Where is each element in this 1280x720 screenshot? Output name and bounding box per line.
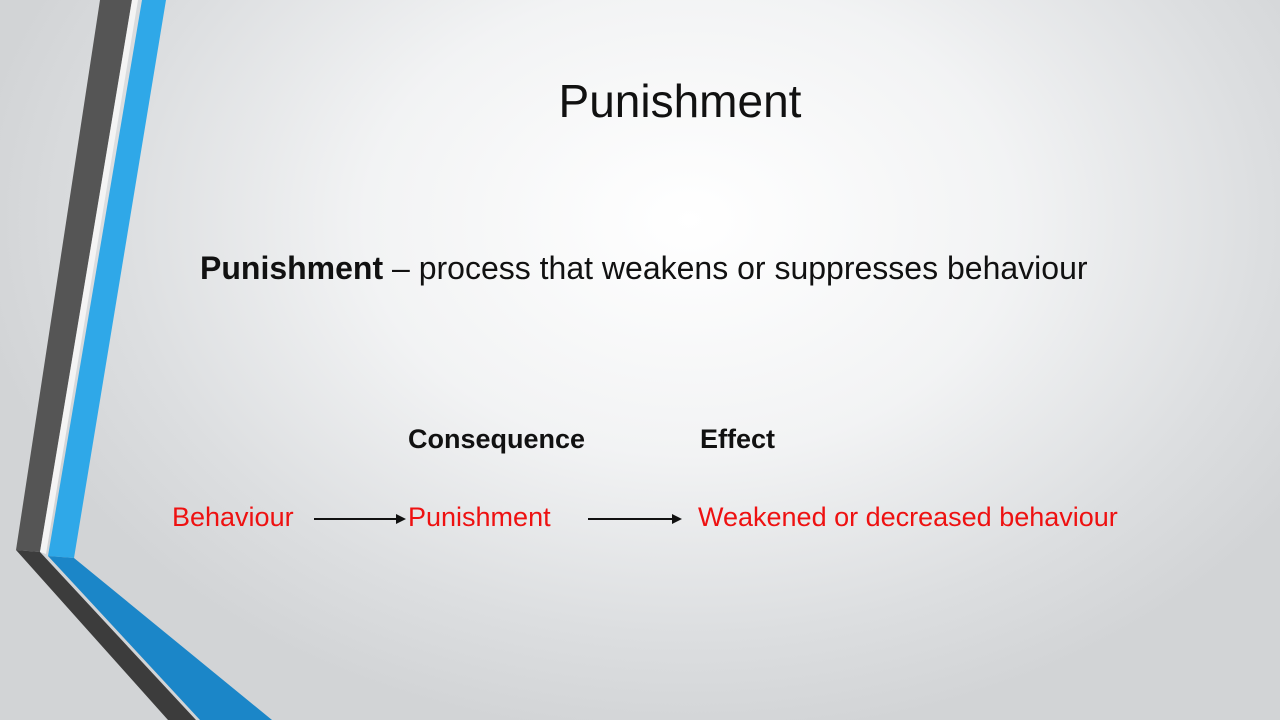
gray-stripe-upper bbox=[16, 0, 132, 552]
gray-stripe-lower bbox=[16, 550, 196, 720]
behaviour-label: Behaviour bbox=[172, 502, 294, 532]
definition-term: Punishment bbox=[200, 250, 384, 286]
definition-line: Punishment – process that weakens or sup… bbox=[200, 250, 1088, 287]
white-gap-upper bbox=[40, 0, 138, 554]
effect-label: Weakened or decreased behaviour bbox=[698, 502, 1118, 532]
consequence-header: Consequence bbox=[408, 424, 586, 454]
blue-stripe-upper bbox=[48, 0, 166, 558]
consequence-label: Punishment bbox=[408, 502, 551, 532]
effect-header: Effect bbox=[700, 424, 776, 454]
slide-title: Punishment bbox=[558, 75, 802, 127]
definition-text: – process that weakens or suppresses beh… bbox=[383, 250, 1088, 286]
blue-stripe-lower bbox=[48, 556, 272, 720]
